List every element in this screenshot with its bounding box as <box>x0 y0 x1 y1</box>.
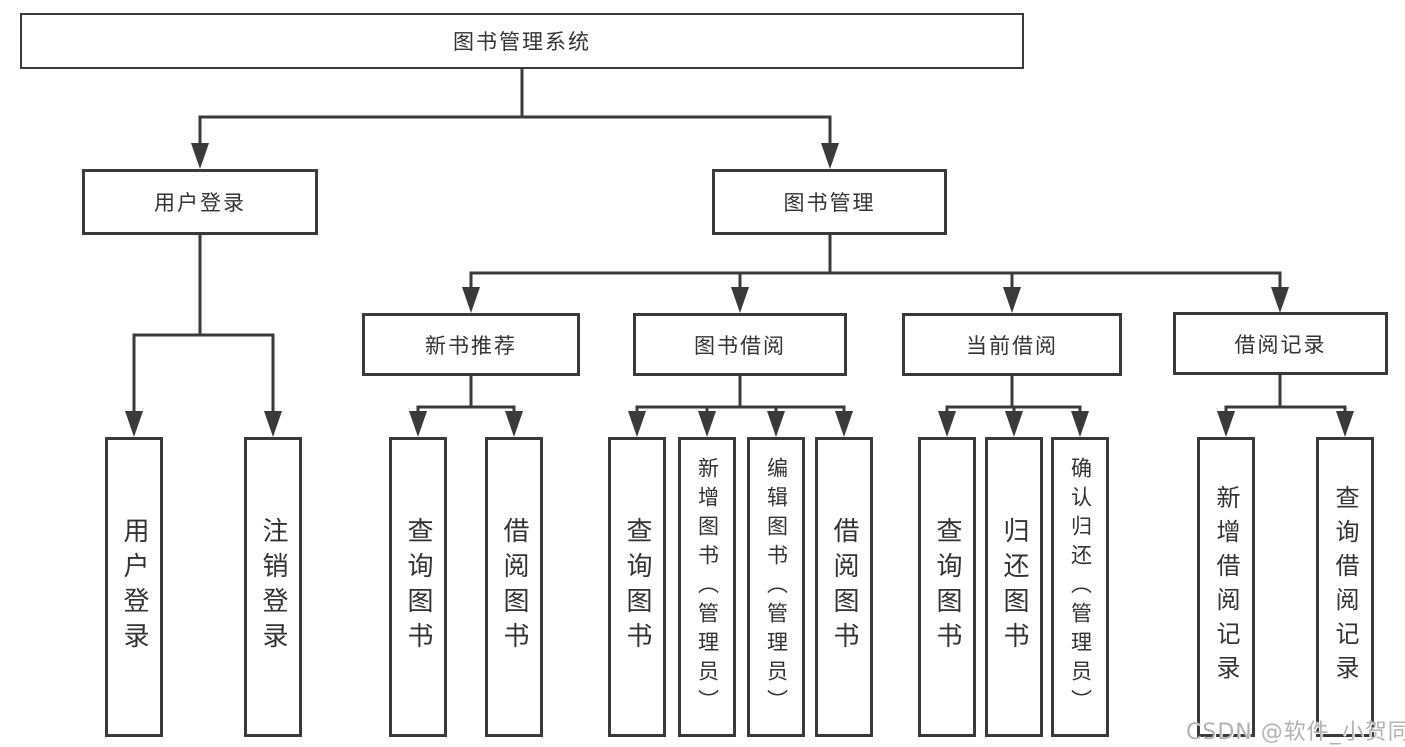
node-borrow-records: 借阅记录 <box>1173 312 1388 375</box>
arrow-down-icon <box>409 411 427 437</box>
leaf-query-books-3: 查询图书 <box>918 437 976 737</box>
node-book-borrow: 图书借阅 <box>633 313 847 376</box>
arrow-down-icon <box>1217 411 1235 437</box>
node-borrow-records-label: 借阅记录 <box>1234 332 1327 357</box>
leaf-confirm-return-admin-label: 确认归还（管理员） <box>1068 456 1093 718</box>
leaf-edit-books-admin: 编辑图书（管理员） <box>747 437 805 737</box>
leaf-return-books-label: 归还图书 <box>999 517 1029 657</box>
leaf-query-books-2: 查询图书 <box>608 437 666 737</box>
leaf-query-books-1-label: 查询图书 <box>403 517 433 657</box>
node-root-label: 图书管理系统 <box>453 30 591 54</box>
leaf-borrow-books-2-label: 借阅图书 <box>829 517 859 657</box>
leaf-edit-books-admin-label: 编辑图书（管理员） <box>764 456 789 718</box>
leaf-confirm-return-admin: 确认归还（管理员） <box>1051 437 1109 737</box>
node-book-management: 图书管理 <box>712 169 947 235</box>
arrow-down-icon <box>628 411 646 437</box>
leaf-borrow-books-1-label: 借阅图书 <box>499 517 529 657</box>
leaf-borrow-books-1: 借阅图书 <box>485 437 543 737</box>
leaf-add-books-admin-label: 新增图书（管理员） <box>695 456 720 718</box>
leaf-add-borrow-record: 新增借阅记录 <box>1197 437 1255 737</box>
leaf-query-borrow-record-label: 查询借阅记录 <box>1331 485 1359 689</box>
node-book-borrow-label: 图书借阅 <box>694 333 786 358</box>
leaf-borrow-books-2: 借阅图书 <box>815 437 873 737</box>
leaf-logout: 注销登录 <box>244 437 302 737</box>
leaf-return-books: 归还图书 <box>985 437 1043 737</box>
arrow-down-icon <box>1336 411 1354 437</box>
node-current-borrow-label: 当前借阅 <box>966 333 1058 358</box>
csdn-watermark: CSDN @软件_小贺同学 <box>1186 720 1405 745</box>
leaf-user-login: 用户登录 <box>105 437 163 737</box>
arrow-down-icon <box>191 143 209 169</box>
leaf-query-books-2-label: 查询图书 <box>622 517 652 657</box>
arrow-down-icon <box>125 411 143 437</box>
arrow-down-icon <box>698 411 716 437</box>
arrow-down-icon <box>1071 411 1089 437</box>
node-user-login-label: 用户登录 <box>154 191 246 215</box>
arrow-down-icon <box>1005 411 1023 437</box>
node-book-management-label: 图书管理 <box>783 191 876 215</box>
arrow-down-icon <box>1271 287 1289 313</box>
leaf-query-books-1: 查询图书 <box>389 437 447 737</box>
leaf-query-borrow-record: 查询借阅记录 <box>1316 437 1374 737</box>
leaf-logout-label: 注销登录 <box>258 517 288 657</box>
arrow-down-icon <box>767 411 785 437</box>
node-current-borrow: 当前借阅 <box>902 313 1122 376</box>
arrow-down-icon <box>821 143 839 169</box>
leaf-user-login-label: 用户登录 <box>119 517 149 657</box>
arrow-down-icon <box>264 411 282 437</box>
arrow-down-icon <box>835 411 853 437</box>
node-root: 图书管理系统 <box>20 13 1024 69</box>
arrow-down-icon <box>731 287 749 313</box>
node-user-login: 用户登录 <box>82 169 318 235</box>
leaf-add-books-admin: 新增图书（管理员） <box>678 437 736 737</box>
arrow-down-icon <box>505 411 523 437</box>
leaf-add-borrow-record-label: 新增借阅记录 <box>1212 485 1240 689</box>
node-new-book-recommend-label: 新书推荐 <box>425 333 517 358</box>
arrow-down-icon <box>938 411 956 437</box>
arrow-down-icon <box>1003 287 1021 313</box>
leaf-query-books-3-label: 查询图书 <box>932 517 962 657</box>
arrow-down-icon <box>462 287 480 313</box>
node-new-book-recommend: 新书推荐 <box>362 313 580 376</box>
